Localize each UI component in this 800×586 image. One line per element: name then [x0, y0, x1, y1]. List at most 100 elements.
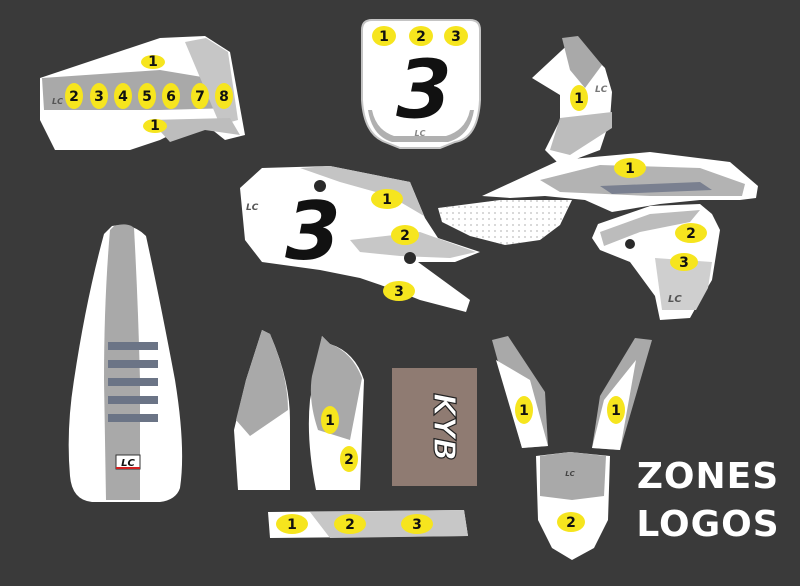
zone-marker: 1 [515, 396, 533, 424]
rear-fender-logo: LC [52, 97, 63, 106]
fork-guard-left-grey [236, 330, 288, 436]
kyb-logo: KYB [426, 393, 461, 461]
zone-marker: 1 [372, 26, 396, 46]
svg-text:2: 2 [344, 452, 354, 468]
tank-panel-dots [438, 200, 572, 245]
seat-cover: LC [68, 224, 183, 502]
front-fender: LC 1 1 2 [492, 336, 652, 560]
side-panel-logo: LC [246, 203, 259, 213]
svg-text:5: 5 [142, 89, 152, 105]
plate-race-number: 3 [395, 43, 452, 138]
shroud-logo: LC [595, 85, 608, 95]
shroud-bolt [625, 239, 635, 249]
number-plate-body [361, 19, 481, 149]
zone-marker: 2 [557, 512, 585, 532]
zone-marker: 2 [675, 223, 707, 243]
seat-rib [108, 360, 158, 368]
seat-rib [108, 396, 158, 404]
zone-marker: 1 [321, 406, 339, 434]
front-fender-tip-grey [540, 452, 606, 500]
svg-text:1: 1 [379, 29, 389, 45]
kyb-panel-background [392, 368, 477, 486]
kyb-decal-panel: KYB [392, 368, 477, 486]
caption-line-2: LOGOS [636, 504, 780, 545]
side-panel-grey-band [350, 232, 476, 258]
seat-rib [108, 414, 158, 422]
seat-logo-accent [116, 467, 140, 469]
zone-marker: 2 [334, 514, 366, 534]
zone-marker: 2 [409, 26, 433, 46]
zone-marker: 3 [383, 281, 415, 301]
seat-rib [108, 378, 158, 386]
front-fender-logo: LC [565, 470, 575, 478]
svg-text:7: 7 [195, 89, 205, 105]
zone-marker: 1 [141, 54, 165, 70]
side-panel-grey-top [300, 166, 424, 216]
svg-text:1: 1 [150, 118, 160, 134]
zone-marker: 8 [215, 83, 233, 109]
zone-marker: 1 [371, 189, 403, 209]
zone-marker: 1 [607, 396, 625, 424]
zone-marker: 3 [670, 253, 698, 271]
svg-text:3: 3 [94, 89, 104, 105]
svg-text:3: 3 [679, 255, 689, 271]
svg-text:1: 1 [148, 54, 158, 70]
svg-text:1: 1 [287, 517, 297, 533]
svg-text:2: 2 [69, 89, 79, 105]
side-panel-race-number: 3 [285, 185, 341, 278]
side-panel-bolt [314, 180, 326, 192]
svg-text:2: 2 [345, 517, 355, 533]
svg-text:1: 1 [382, 192, 392, 208]
zone-marker: 5 [138, 83, 156, 109]
svg-text:1: 1 [625, 161, 635, 177]
svg-text:1: 1 [325, 413, 335, 429]
shroud-scoop-grey [600, 210, 700, 246]
svg-text:4: 4 [118, 89, 128, 105]
rear-fender: LC 1 2 3 4 5 6 7 [40, 36, 245, 150]
zone-marker: 1 [276, 514, 308, 534]
number-plate: 1 2 3 3 LC [361, 19, 481, 149]
zone-marker: 2 [391, 225, 419, 245]
zone-marker: 4 [114, 83, 132, 109]
svg-text:3: 3 [412, 517, 422, 533]
shroud-upper-grey-band [550, 112, 612, 155]
side-panel-bolt [404, 252, 416, 264]
caption-line-1: ZONES [636, 456, 780, 497]
plate-logo: LC [415, 129, 426, 138]
svg-text:8: 8 [219, 89, 229, 105]
rear-fender-grey-stripe [42, 70, 234, 110]
rear-fender-grey-bottom [150, 118, 240, 142]
shroud-scoop-logo: LC [668, 294, 682, 305]
zone-marker: 3 [90, 83, 108, 109]
svg-text:1: 1 [611, 403, 621, 419]
zone-marker: 3 [444, 26, 468, 46]
svg-text:2: 2 [400, 228, 410, 244]
svg-text:6: 6 [166, 89, 176, 105]
zone-marker: 2 [65, 83, 83, 109]
seat-logo: LC [121, 458, 135, 469]
seat-rib [108, 342, 158, 350]
swingarm-grey [310, 510, 468, 538]
svg-text:1: 1 [574, 91, 584, 107]
svg-text:1: 1 [519, 403, 529, 419]
zone-marker: 7 [191, 83, 209, 109]
shroud-upper-grey [562, 36, 602, 88]
side-panel: LC 3 1 2 3 [240, 166, 480, 312]
zone-marker: 2 [340, 446, 358, 472]
svg-text:2: 2 [566, 515, 576, 531]
zone-marker: 1 [614, 158, 646, 178]
tank-panel [438, 200, 572, 245]
shroud-lower-dark-stripe [600, 182, 712, 194]
svg-text:3: 3 [394, 284, 404, 300]
zone-marker: 6 [162, 83, 180, 109]
zone-marker: 1 [570, 85, 588, 111]
swingarm-decal: 1 2 3 [268, 510, 468, 538]
svg-text:2: 2 [416, 29, 426, 45]
fork-guards: 1 2 [234, 330, 364, 490]
shroud-scoop-grey-lower [655, 258, 712, 310]
svg-text:2: 2 [686, 226, 696, 242]
svg-text:3: 3 [451, 29, 461, 45]
zone-marker: 3 [401, 514, 433, 534]
zone-marker: 1 [143, 118, 167, 134]
